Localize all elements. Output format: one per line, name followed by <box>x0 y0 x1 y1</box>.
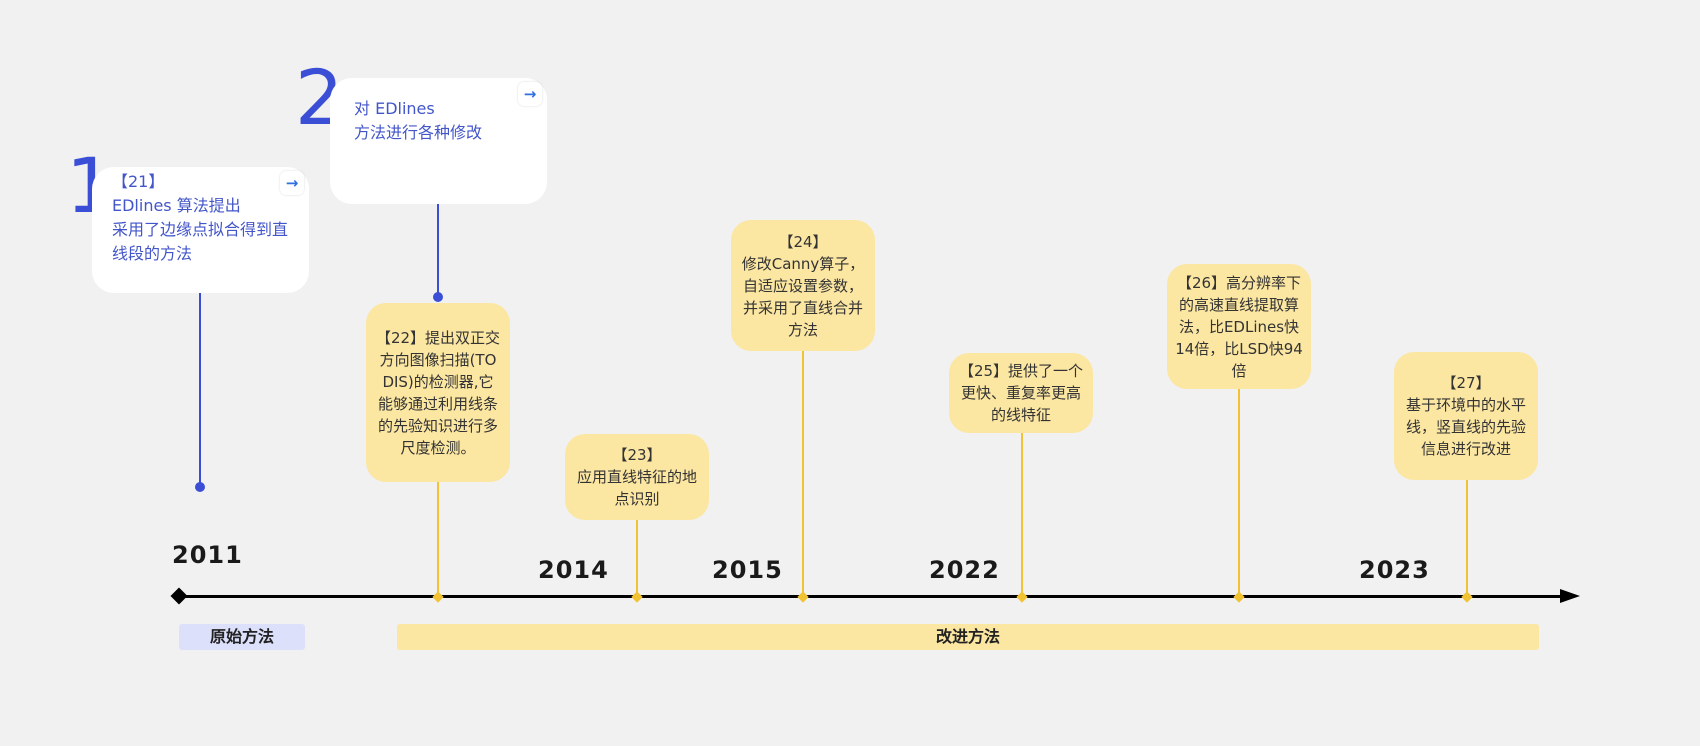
note-24-text: 【24】 修改Canny算子， 自适应设置参数， 并采用了直线合并 方法 <box>741 232 865 339</box>
timeline-marker-25 <box>1016 591 1028 603</box>
note-27[interactable]: 【27】 基于环境中的水平 线，竖直线的先验 信息进行改进 <box>1394 352 1538 480</box>
stage-connector-original <box>199 293 201 486</box>
arrow-right-icon[interactable]: → <box>280 171 304 195</box>
timeline-marker-23 <box>631 591 643 603</box>
band-improved-method: 改进方法 <box>397 624 1539 650</box>
stage-connector-original-dot <box>195 482 205 492</box>
note-26-text: 【26】高分辨率下 的高速直线提取算 法，比EDLines快 14倍，比LSD快… <box>1175 273 1303 380</box>
note-22[interactable]: 【22】提出双正交 方向图像扫描(TO DIS)的检测器,它 能够通过利用线条 … <box>366 303 510 482</box>
note-27-stem <box>1466 480 1468 596</box>
stage-card-original-text: 【21】 EDlines 算法提出 采用了边缘点拟合得到直 线段的方法 <box>112 172 289 263</box>
year-2015: 2015 <box>712 556 783 584</box>
note-27-text: 【27】 基于环境中的水平 线，竖直线的先验 信息进行改进 <box>1405 374 1526 458</box>
timeline-marker-24 <box>797 591 809 603</box>
note-24-stem <box>802 351 804 596</box>
note-26-stem <box>1238 389 1240 596</box>
year-2023: 2023 <box>1359 556 1430 584</box>
stage-card-improved[interactable]: 对 EDlines 方法进行各种修改 → <box>330 78 547 204</box>
year-2022: 2022 <box>929 556 1000 584</box>
year-2014: 2014 <box>538 556 609 584</box>
timeline-axis <box>176 595 1574 598</box>
note-26[interactable]: 【26】高分辨率下 的高速直线提取算 法，比EDLines快 14倍，比LSD快… <box>1167 264 1311 389</box>
note-24[interactable]: 【24】 修改Canny算子， 自适应设置参数， 并采用了直线合并 方法 <box>731 220 875 351</box>
note-23-text: 【23】 应用直线特征的地 点识别 <box>576 446 697 508</box>
stage-connector-improved-dot <box>433 292 443 302</box>
timeline-marker-27 <box>1461 591 1473 603</box>
note-22-stem <box>437 482 439 596</box>
year-2011: 2011 <box>172 541 243 569</box>
timeline-arrowhead <box>1560 589 1580 603</box>
stage-card-original[interactable]: 【21】 EDlines 算法提出 采用了边缘点拟合得到直 线段的方法 → <box>92 167 309 293</box>
timeline-marker-26 <box>1233 591 1245 603</box>
band-original-method: 原始方法 <box>179 624 305 650</box>
note-23[interactable]: 【23】 应用直线特征的地 点识别 <box>565 434 709 520</box>
note-23-stem <box>636 520 638 596</box>
note-25[interactable]: 【25】提供了一个 更快、重复率更高 的线特征 <box>949 353 1093 433</box>
note-25-stem <box>1021 433 1023 596</box>
note-22-text: 【22】提出双正交 方向图像扫描(TO DIS)的检测器,它 能够通过利用线条 … <box>375 328 501 457</box>
note-25-text: 【25】提供了一个 更快、重复率更高 的线特征 <box>958 362 1084 424</box>
stage-card-improved-text: 对 EDlines 方法进行各种修改 <box>354 99 483 142</box>
timeline-marker-22 <box>432 591 444 603</box>
arrow-right-icon[interactable]: → <box>518 82 542 106</box>
stage-connector-improved <box>437 204 439 296</box>
